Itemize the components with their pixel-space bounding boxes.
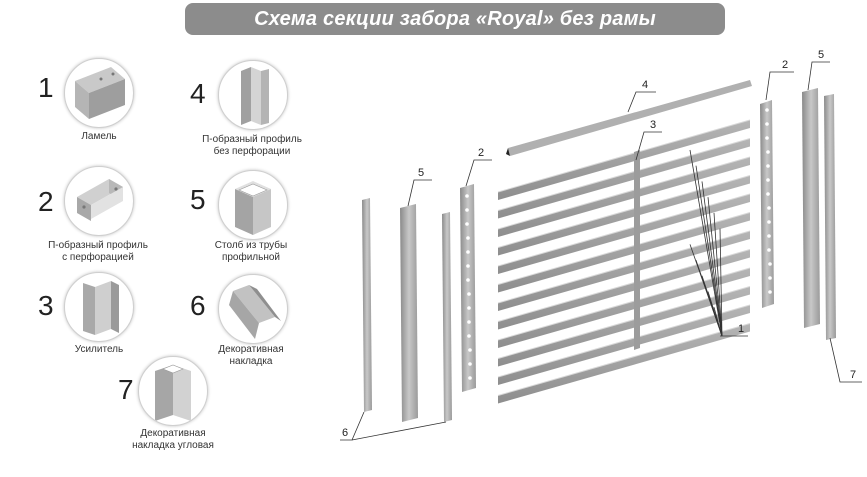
right-perforated-profile	[760, 100, 774, 308]
lamel	[498, 286, 750, 367]
legend-number: 6	[190, 290, 206, 321]
lamel-edge	[497, 138, 751, 211]
lamel	[498, 212, 750, 293]
legend-label: Декоративная накладка	[218, 344, 284, 367]
lamel	[498, 194, 750, 274]
lamel	[498, 120, 750, 200]
legend-number: 1	[38, 72, 54, 103]
callout-7: 7	[850, 369, 856, 381]
legend-label: Усилитель	[74, 344, 124, 355]
lamel-edge	[497, 286, 751, 359]
right-post	[802, 88, 820, 328]
lamel	[498, 138, 750, 219]
lamel-callout-line	[695, 165, 723, 337]
legend-label: Столб из трубы профильной	[214, 240, 288, 263]
lamel-edge	[497, 323, 751, 396]
callout-1: 1	[738, 323, 744, 335]
post-icon	[218, 170, 288, 240]
plain-profile-icon	[218, 60, 288, 130]
left-perforated-profile	[460, 184, 476, 392]
callout-2-left: 2	[478, 147, 484, 159]
lamel	[498, 231, 750, 311]
lamel-edge	[497, 249, 751, 322]
lamel	[498, 268, 750, 348]
title-text: Схема секции забора «Royal» без рамы	[254, 7, 656, 30]
callout-lines	[340, 61, 862, 441]
lamel-callout-line	[707, 197, 723, 337]
lamel-edge	[497, 212, 751, 285]
legend-label: Декоративная накладка угловая	[132, 428, 214, 451]
legend-number: 5	[190, 184, 206, 215]
lamel-edge	[497, 119, 751, 193]
lamel-callout-line	[713, 307, 723, 337]
lamel	[498, 305, 750, 385]
lamel-stack	[497, 119, 751, 404]
lamel-icon	[64, 58, 134, 128]
legend-number: 4	[190, 78, 206, 109]
left-decor-strip-inner	[442, 212, 452, 422]
legend-number: 3	[38, 290, 54, 321]
lamel	[498, 323, 750, 404]
lamel-callout-line	[719, 322, 723, 337]
left-decor-strip-outer	[362, 198, 372, 412]
lamel	[498, 175, 750, 256]
title-banner: Схема секции забора «Royal» без рамы	[185, 3, 725, 35]
legend-label: П-образный профиль с перфорацией	[48, 240, 148, 263]
callout-4: 4	[642, 79, 648, 91]
reinforcer	[634, 150, 640, 350]
callout-5-left: 5	[418, 167, 424, 179]
decor-strip-icon	[218, 274, 288, 344]
legend-label: Ламель	[81, 131, 117, 142]
lamel-callout-line	[701, 181, 723, 337]
legend-label: П-образный профиль без перфорации	[202, 134, 302, 157]
legend-number: 2	[38, 186, 54, 217]
callout-5-right: 5	[818, 49, 824, 61]
lamel-edge	[497, 193, 751, 267]
lamel-edge	[497, 175, 751, 248]
lamel-callout-line	[713, 212, 723, 337]
corner-strip-icon	[138, 356, 208, 426]
callout-2-right: 2	[782, 59, 788, 71]
left-post	[400, 204, 418, 422]
lamel-edge	[497, 156, 751, 230]
top-plain-profile	[506, 80, 752, 156]
lamel-callout-line	[719, 228, 723, 337]
lamel-callout-line	[689, 149, 723, 337]
callout-6: 6	[342, 427, 348, 439]
callout-3: 3	[650, 119, 656, 131]
lamel-edge	[497, 267, 751, 341]
lamel	[498, 249, 750, 330]
right-corner-strip	[824, 94, 836, 340]
legend-number: 7	[118, 374, 134, 405]
lamel	[498, 157, 750, 237]
reinforcer-icon	[64, 272, 134, 342]
lamel-edge	[497, 304, 751, 378]
perforated-profile-icon	[64, 166, 134, 236]
